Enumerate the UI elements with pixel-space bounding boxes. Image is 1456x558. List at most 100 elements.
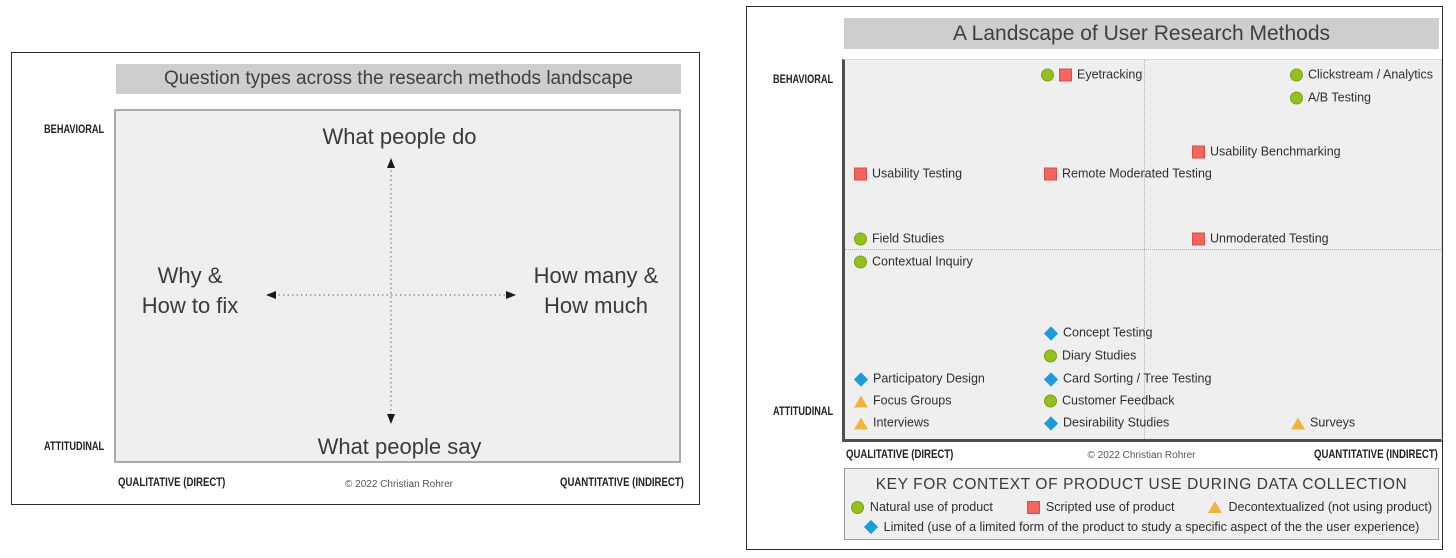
method-label: Unmoderated Testing [1210, 231, 1329, 246]
natural-marker-icon [854, 255, 867, 269]
scripted-marker-icon [1192, 145, 1205, 159]
natural-marker-icon [1044, 394, 1057, 408]
key-item-decontextualized: Decontextualized (not using product) [1208, 500, 1432, 514]
method-label: Contextual Inquiry [872, 254, 973, 269]
scripted-marker-icon [854, 167, 867, 181]
method-label: Desirability Studies [1063, 415, 1170, 430]
arrow-down-icon [387, 414, 395, 424]
research-methods-landscape-figure: A Landscape of User Research Methods BEH… [746, 6, 1443, 550]
key-item-label: Natural use of product [869, 500, 993, 514]
limited-marker-icon [863, 519, 878, 535]
decontextualized-marker-icon [854, 417, 868, 429]
method-unmoderated-testing: Unmoderated Testing [1192, 232, 1329, 247]
natural-marker-icon [850, 500, 864, 514]
scripted-marker-icon [1192, 232, 1205, 246]
right-attitudinal-label: ATTITUDINAL [772, 406, 833, 418]
method-label: Focus Groups [873, 393, 952, 408]
method-a-b-testing: A/B Testing [1290, 91, 1371, 106]
natural-marker-icon [1290, 91, 1303, 105]
left-qualitative-label: QUALITATIVE (DIRECT) [118, 475, 226, 489]
method-desirability-studies: Desirability Studies [1043, 415, 1170, 431]
method-interviews: Interviews [854, 416, 929, 431]
quadrant-left-label: Why & How to fix [141, 263, 239, 318]
right-credit: © 2022 Christian Rohrer [1087, 450, 1196, 461]
method-concept-testing: Concept Testing [1043, 325, 1153, 341]
method-label: A/B Testing [1308, 90, 1372, 105]
method-diary-studies: Diary Studies [1044, 349, 1136, 364]
natural-marker-icon [1041, 68, 1054, 82]
method-label: Eyetracking [1077, 67, 1143, 82]
method-remote-moderated-testing: Remote Moderated Testing [1044, 167, 1212, 182]
method-customer-feedback: Customer Feedback [1044, 394, 1175, 409]
method-label: Concept Testing [1063, 325, 1153, 340]
method-participatory-design: Participatory Design [853, 371, 985, 387]
method-label: Participatory Design [873, 371, 985, 386]
right-figure-title: A Landscape of User Research Methods [844, 18, 1439, 49]
limited-marker-icon [853, 371, 869, 387]
natural-marker-icon [1044, 349, 1057, 363]
method-field-studies: Field Studies [854, 232, 944, 247]
right-figure-title-text: A Landscape of User Research Methods [952, 21, 1331, 45]
key-item-limited: Limited (use of a limited form of the pr… [863, 519, 1420, 535]
left-credit: © 2022 Christian Rohrer [345, 479, 453, 490]
method-focus-groups: Focus Groups [854, 394, 952, 409]
key-item-natural: Natural use of product [850, 500, 993, 514]
key-row-1: Natural use of product Scripted use of pr… [845, 500, 1438, 514]
method-label: Interviews [873, 415, 930, 430]
quadrant-bottom-label: What people say [317, 434, 482, 459]
natural-marker-icon [1290, 68, 1303, 82]
arrow-left-icon [266, 291, 276, 299]
left-quantitative-label: QUANTITATIVE (INDIRECT) [560, 475, 684, 489]
key-item-scripted: Scripted use of product [1026, 500, 1175, 514]
decontextualized-marker-icon [854, 395, 868, 407]
question-types-figure: Question types across the research metho… [11, 52, 700, 505]
method-label: Customer Feedback [1062, 393, 1175, 408]
method-label: Clickstream / Analytics [1308, 67, 1434, 82]
scripted-marker-icon [1044, 167, 1057, 181]
limited-marker-icon [1043, 415, 1059, 431]
limited-marker-icon [1043, 325, 1059, 341]
key-title: KEY FOR CONTEXT OF PRODUCT USE DURING DA… [875, 476, 1408, 493]
quadrant-top-label: What people do [322, 124, 477, 149]
horizontal-divider-line [845, 249, 1441, 250]
key-item-label: Scripted use of product [1045, 500, 1175, 514]
arrow-up-icon [387, 158, 395, 168]
method-label: Diary Studies [1062, 348, 1137, 363]
right-quantitative-label: QUANTITATIVE (INDIRECT) [1314, 447, 1438, 461]
left-attitudinal-label: ATTITUDINAL [43, 441, 104, 453]
method-surveys: Surveys [1291, 416, 1355, 431]
arrow-right-icon [506, 291, 516, 299]
method-label: Usability Testing [872, 166, 963, 181]
method-clickstream-analytics: Clickstream / Analytics [1290, 68, 1433, 83]
left-figure-title: Question types across the research metho… [116, 64, 681, 94]
method-card-sorting-tree-testing: Card Sorting / Tree Testing [1043, 371, 1212, 387]
key-item-label: Limited (use of a limited form of the pr… [883, 520, 1420, 534]
method-contextual-inquiry: Contextual Inquiry [854, 255, 973, 270]
decontextualized-marker-icon [1291, 417, 1305, 429]
natural-marker-icon [854, 232, 867, 246]
method-eyetracking: Eyetracking [1041, 68, 1142, 83]
key-item-label: Decontextualized (not using product) [1228, 500, 1433, 514]
scripted-marker-icon [1026, 500, 1040, 514]
method-label: Surveys [1310, 415, 1356, 430]
method-label: Remote Moderated Testing [1062, 166, 1212, 181]
method-label: Field Studies [872, 231, 945, 246]
key-box: KEY FOR CONTEXT OF PRODUCT USE DURING DA… [844, 468, 1439, 540]
method-label: Card Sorting / Tree Testing [1063, 371, 1212, 386]
method-usability-benchmarking: Usability Benchmarking [1192, 145, 1341, 160]
method-usability-testing: Usability Testing [854, 167, 962, 182]
left-figure-title-text: Question types across the research metho… [164, 68, 633, 89]
key-row-2: Limited (use of a limited form of the pr… [845, 519, 1438, 535]
decontextualized-marker-icon [1208, 501, 1223, 513]
limited-marker-icon [1043, 371, 1059, 387]
scripted-marker-icon [1059, 68, 1072, 82]
left-behavioral-label: BEHAVIORAL [43, 124, 104, 136]
quadrant-box: What people do What people say Why & How… [114, 109, 681, 463]
quadrant-right-label: How many & How much [533, 263, 659, 318]
axis-arrows [266, 158, 516, 424]
method-label: Usability Benchmarking [1210, 144, 1341, 159]
right-behavioral-label: BEHAVIORAL [772, 74, 833, 86]
